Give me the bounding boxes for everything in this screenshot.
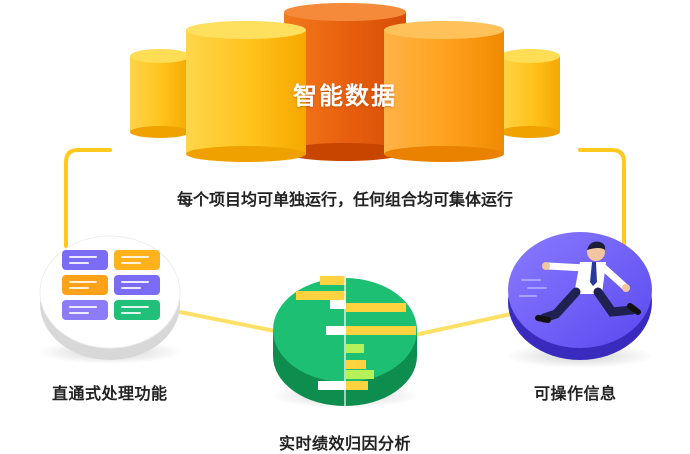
- diagram-tagline: 每个项目均可单独运行，任何组合均可集体运行: [176, 190, 513, 209]
- center-node: [271, 274, 419, 408]
- left-node-label: 直通式处理功能: [52, 384, 168, 403]
- cylinder-right-outer: [500, 49, 560, 138]
- card-grid-icon: [62, 250, 160, 320]
- cylinder-right-inner: [384, 21, 504, 162]
- pie-chart-icon: [296, 274, 416, 406]
- center-node-label: 实时绩效归因分析: [278, 434, 411, 453]
- running-businessman-icon: [519, 241, 641, 323]
- connector-lines: [64, 148, 626, 338]
- data-cylinders-icon: [130, 3, 560, 162]
- diagram-title: 智能数据: [293, 82, 397, 110]
- right-node-label: 可操作信息: [534, 384, 617, 403]
- left-node: [38, 235, 182, 364]
- right-node: [506, 232, 654, 368]
- cylinder-left-inner: [186, 21, 306, 162]
- cylinder-left-outer: [130, 49, 190, 138]
